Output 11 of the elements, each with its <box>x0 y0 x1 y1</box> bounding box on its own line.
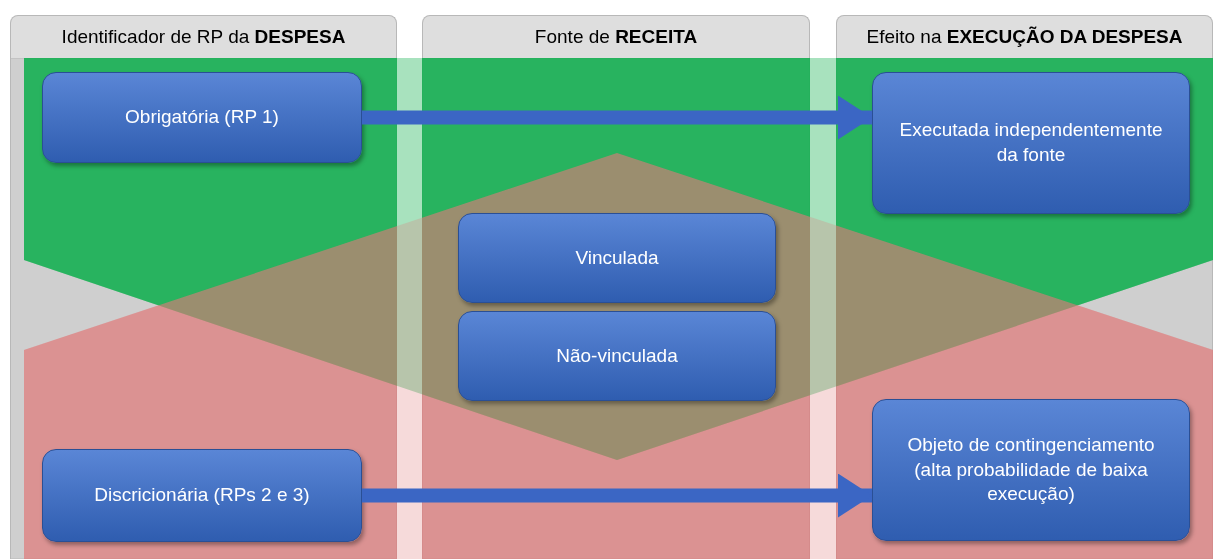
arrow <box>362 473 872 518</box>
column-header: Identificador de RP da DESPESA <box>10 15 397 58</box>
process-box: Objeto de contingenciamento (alta probabilidade de baixa execução) <box>872 399 1190 541</box>
process-box: Vinculada <box>458 213 776 303</box>
process-box: Executada independentemente da fonte <box>872 72 1190 214</box>
process-box: Obrigatória (RP 1) <box>42 72 362 163</box>
column-header: Fonte de RECEITA <box>422 15 810 58</box>
process-box: Não-vinculada <box>458 311 776 401</box>
arrow <box>362 95 872 140</box>
column-header: Efeito na EXECUÇÃO DA DESPESA <box>836 15 1213 58</box>
process-box: Discricionária (RPs 2 e 3) <box>42 449 362 542</box>
